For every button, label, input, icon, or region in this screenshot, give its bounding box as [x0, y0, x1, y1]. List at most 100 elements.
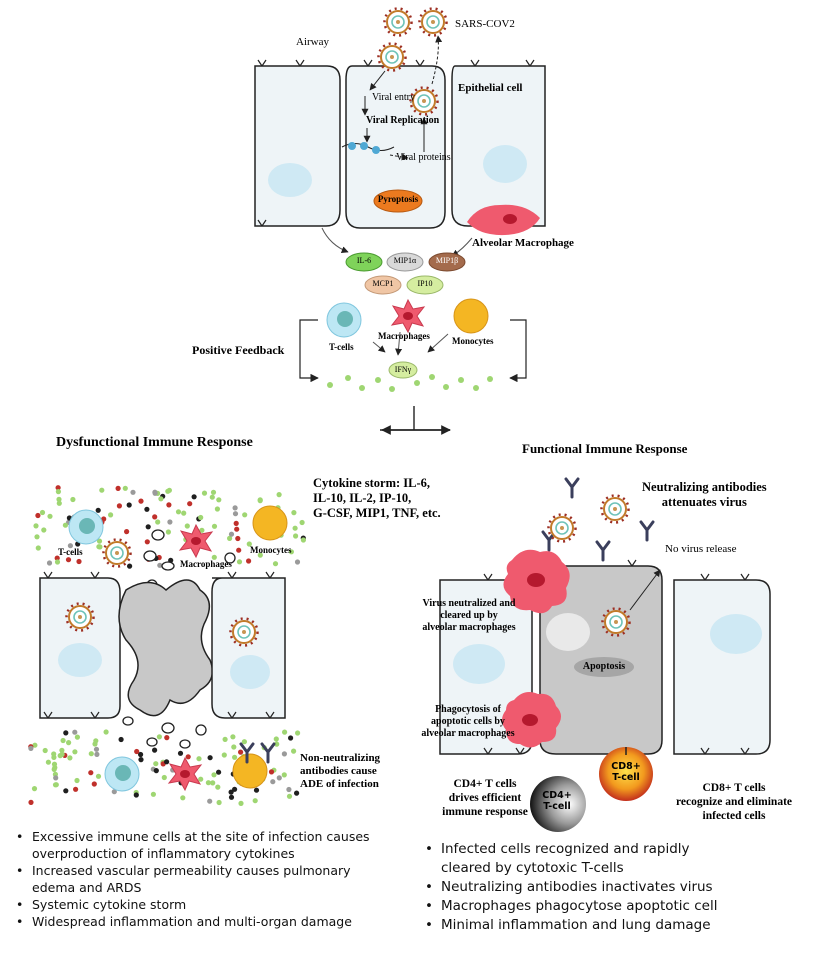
cytokine-dot	[165, 529, 171, 535]
epithelial-label: Epithelial cell	[458, 82, 523, 94]
cytokine-dot	[96, 544, 102, 550]
cytokine-dot	[34, 534, 40, 540]
cytokine-dot	[286, 786, 292, 793]
cytokine-dot	[222, 736, 228, 743]
cytokine-dot	[257, 498, 263, 504]
feedback-bracket-left	[299, 319, 319, 383]
cytokine-dot	[232, 505, 238, 511]
bullet-text: Excessive immune cells at the site of in…	[32, 829, 370, 844]
cytokine-dot	[281, 772, 287, 778]
cytokine-dot	[88, 770, 94, 776]
viral-replication-label: Viral Replication	[366, 115, 440, 126]
cd8-cell-label: CD8+ T-cell	[601, 761, 651, 783]
cytokine-dot	[216, 497, 222, 503]
cytokine-dot	[88, 751, 94, 757]
cytokine-dot	[103, 729, 109, 735]
damaged-cell	[118, 579, 214, 717]
cd4-cell-line: CD4+	[542, 790, 572, 801]
cytokine-dot	[74, 734, 80, 740]
virus-icon	[418, 7, 448, 37]
cytokine-dot	[53, 775, 59, 781]
neutralizing-line: attenuates virus	[661, 495, 747, 509]
cytokine-dot	[207, 798, 213, 804]
cytokine-dot	[67, 755, 73, 761]
il6-oval	[345, 252, 383, 272]
cytokine-dot	[152, 489, 158, 495]
cytokine-dot	[273, 736, 279, 742]
cytokine-dot	[133, 792, 139, 798]
cytokine-dot	[286, 793, 293, 799]
cytokine-dot	[184, 523, 190, 529]
cytokine-storm-line: IL-10, IL-2, IP-10,	[313, 491, 412, 505]
cytokine-dot	[158, 496, 164, 502]
cytokine-dot	[177, 750, 184, 756]
cytokine-dot	[144, 506, 150, 512]
cytokine-dot	[53, 782, 59, 788]
cytokine-dot	[164, 735, 170, 741]
pyroptosis-oval	[373, 189, 423, 213]
cytokine-dot	[46, 560, 53, 566]
cytokine-dot	[221, 752, 227, 758]
ade-line: antibodies cause	[300, 765, 377, 777]
bullet-text: Widespread inflammation and multi-organ …	[32, 914, 352, 929]
cytokine-dot	[210, 489, 217, 495]
cytokine-dots	[327, 374, 493, 392]
cytokine-dot	[116, 503, 122, 509]
viral-proteins-label: Viral proteins	[396, 152, 451, 163]
cytokine-dot	[228, 531, 235, 537]
bullet-text: Minimal inflammation and lung damage	[441, 917, 711, 933]
cytokine-dot	[180, 795, 186, 801]
cilia	[483, 559, 750, 755]
cytokine-dot	[209, 494, 215, 500]
bullet-text: edema and ARDS	[32, 880, 142, 895]
cd4-cell-line: T-cell	[543, 801, 571, 812]
cd4-line: immune response	[442, 806, 528, 818]
bullet-text: overproduction of inflammatory cytokines	[32, 846, 295, 861]
cytokine-dot	[108, 512, 114, 518]
cytokine-dot	[74, 777, 80, 784]
t-cell-icon	[68, 509, 104, 545]
cytokine-dot	[231, 744, 237, 750]
macrophage-nucleus	[503, 214, 517, 224]
cytokine-dot	[51, 754, 57, 761]
cytokine-dot	[253, 787, 260, 793]
cytokine-dot	[70, 496, 76, 503]
mip1b-oval	[428, 252, 466, 272]
cytokine-dot	[138, 757, 144, 763]
cytokine-dot	[66, 740, 72, 746]
cytokine-dot	[185, 754, 191, 760]
bullet-text: Systemic cytokine storm	[32, 897, 187, 912]
cytokine-dot	[211, 772, 217, 778]
feedback-loop	[299, 298, 527, 435]
cytokine-dot	[28, 799, 34, 806]
epithelial-cell-left	[254, 65, 341, 227]
cytokine-dot	[210, 780, 216, 786]
cd8-t-cell	[599, 747, 653, 801]
cytokine-dot	[230, 734, 236, 740]
monocyte-icon	[453, 298, 489, 334]
cytokine-dot	[282, 729, 288, 735]
mcp1-label: MCP1	[372, 279, 394, 288]
phagocytosis-line: alveolar macrophages	[421, 728, 515, 739]
cytokine-dot	[291, 509, 297, 516]
cd4-line: CD4+ T cells	[453, 778, 517, 790]
arrow	[451, 237, 473, 257]
cytokine-dot	[234, 526, 240, 532]
cytokine-dot	[152, 747, 158, 753]
cytokine-dot	[246, 541, 252, 547]
cytokine-dot	[150, 791, 156, 797]
cytokine-dot	[167, 519, 173, 525]
cytokine-dot	[99, 487, 105, 493]
macrophages-label: Macrophages	[378, 331, 430, 341]
bullet-item: Minimal inflammation and lung damage	[423, 916, 808, 935]
virus-neutralized-line: Virus neutralized and	[422, 598, 516, 609]
cytokine-dot	[157, 562, 163, 568]
cd8-cell-line: CD8+	[611, 761, 641, 772]
bullet-item: Neutralizing antibodies inactivates viru…	[423, 878, 808, 897]
cytokine-dot	[28, 745, 34, 752]
antibody-icon	[639, 520, 655, 542]
cytokine-dot	[115, 485, 121, 491]
cytokine-dot	[72, 729, 78, 735]
cytokine-storm-text: Cytokine storm: IL-6, IL-10, IL-2, IP-10…	[313, 476, 441, 521]
cytokine-dot	[175, 509, 182, 515]
